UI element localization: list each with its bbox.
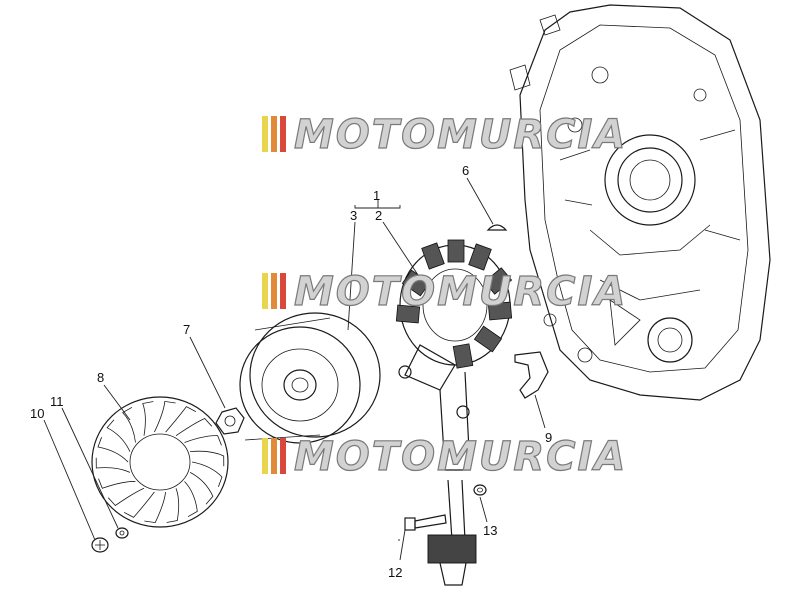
callout-13: 13 (483, 523, 497, 538)
callout-6: 6 (462, 163, 469, 178)
fan-blade (166, 488, 180, 523)
fan-blade (190, 450, 225, 467)
fan-blade (154, 400, 176, 433)
cable-bracket (514, 351, 549, 399)
pickup-connector (427, 479, 477, 586)
crankcase-housing (509, 4, 771, 401)
callout-7: 7 (183, 322, 190, 337)
fan-blade (184, 435, 222, 446)
stator-screw (398, 365, 470, 419)
callout-10: 10 (30, 406, 44, 421)
callout-labels: 1 2 3 6 7 8 9 10 11 12 13 (30, 163, 552, 580)
watermark-text-middle: MOTOMURCIA (294, 269, 627, 315)
watermark-text-top: MOTOMURCIA (294, 112, 627, 158)
callout-2: 2 (375, 208, 382, 223)
watermark-middle: MOTOMURCIA (262, 268, 627, 316)
stator-windings (395, 239, 513, 369)
fan-blades (95, 400, 225, 524)
flywheel-nut (215, 407, 245, 435)
fan-blade (97, 437, 129, 463)
watermark-group: MOTOMURCIA MOTOMURCIA MOTOMURCIA (262, 111, 627, 481)
leader-lines (43, 177, 546, 561)
fan-blade (107, 487, 145, 507)
callout-9: 9 (545, 430, 552, 445)
stator-coil (395, 239, 513, 471)
callout-12: 12 (388, 565, 402, 580)
fan-blade (106, 419, 131, 452)
fan-blade (144, 491, 166, 524)
washer-13 (473, 484, 487, 496)
washer-11 (115, 527, 129, 539)
fan-blade (98, 478, 136, 489)
fan-blade (165, 406, 196, 433)
screw-10 (91, 537, 109, 553)
flywheel-rotor (239, 312, 381, 444)
callout-3: 3 (350, 208, 357, 223)
callout-8: 8 (97, 370, 104, 385)
callout-1: 1 (373, 188, 380, 203)
fan-blade (122, 406, 136, 443)
fan-blade (95, 457, 131, 473)
cooling-fan (91, 396, 229, 528)
screw-12 (404, 514, 447, 531)
fan-blade (191, 461, 223, 487)
fan-blade (142, 401, 154, 436)
watermark-text-bottom: MOTOMURCIA (294, 434, 627, 480)
watermark-top: MOTOMURCIA (262, 111, 627, 159)
fan-blade (175, 418, 213, 437)
callout-11: 11 (50, 394, 64, 409)
fan-blade (124, 491, 155, 518)
woodruff-key (486, 224, 508, 231)
fan-blade (189, 472, 214, 505)
fan-blade (184, 481, 198, 518)
watermark-bottom: MOTOMURCIA (262, 433, 627, 481)
